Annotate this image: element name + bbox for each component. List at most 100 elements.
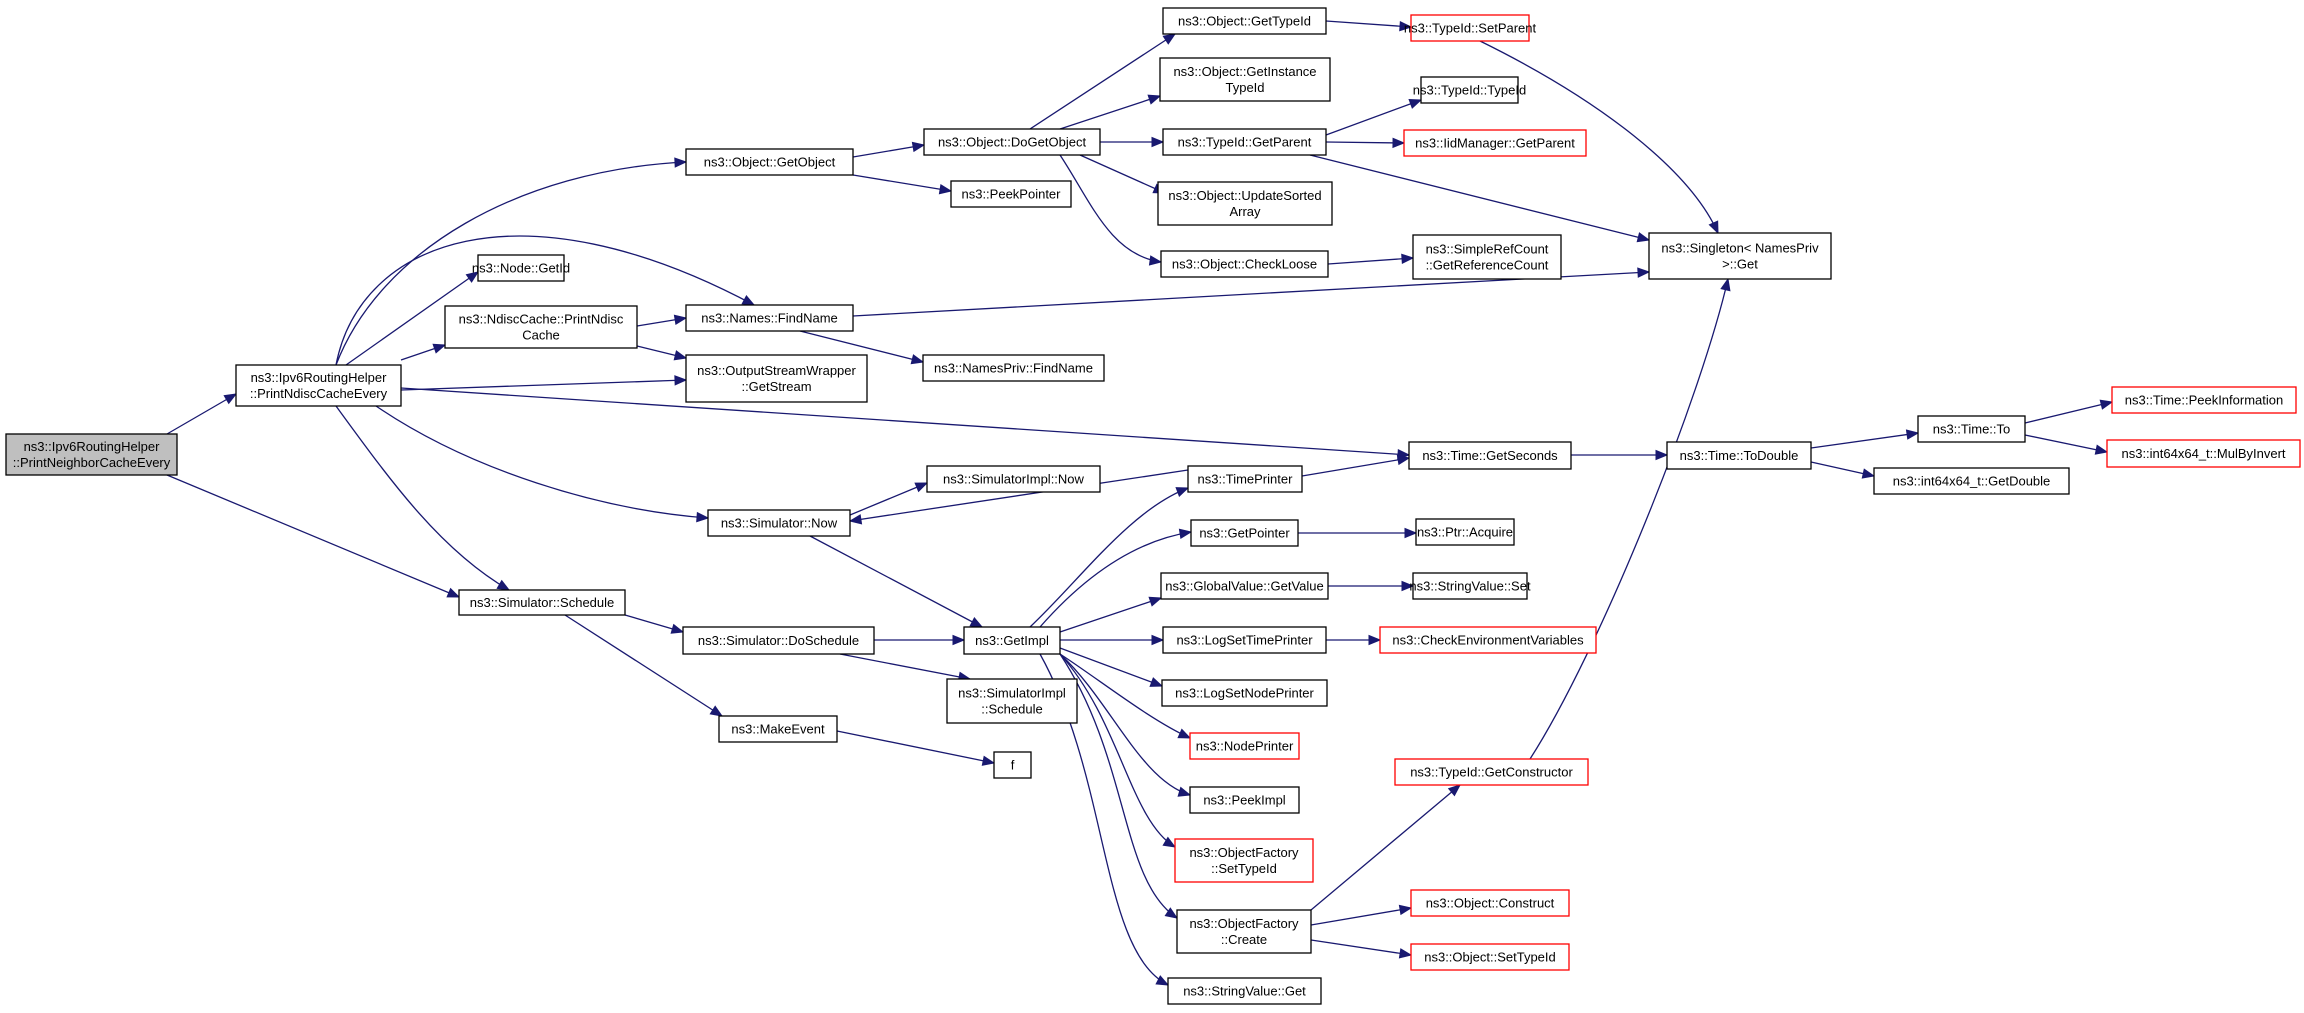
node-global-value-get[interactable]: ns3::GlobalValue::GetValue [1160,572,1329,600]
node-iid-get-parent[interactable]: ns3::IidManager::GetParent [1403,129,1587,157]
edge-time_get_seconds-to-time_to_double [1571,449,1669,461]
node-label: ns3::Simulator::Now [721,516,838,531]
node-label: ns3::Ipv6RoutingHelper [24,439,161,454]
node-get-impl[interactable]: ns3::GetImpl [963,626,1061,655]
arrowhead-icon [432,343,447,354]
node-time-printer[interactable]: ns3::TimePrinter [1187,465,1303,493]
node-simimpl-schedule[interactable]: ns3::SimulatorImpl::Schedule [946,678,1078,724]
node-label: ns3::Names::FindName [701,311,838,326]
node-label: ns3::ObjectFactory [1189,916,1299,931]
edge-line [1029,33,1176,130]
node-objfactory-create[interactable]: ns3::ObjectFactory::Create [1176,909,1312,954]
node-get-object[interactable]: ns3::Object::GetObject [685,148,854,176]
node-obj-set-typeid[interactable]: ns3::Object::SetTypeId [1410,943,1570,971]
arrowhead-icon [673,350,688,361]
edge-make_event-to-f [836,730,996,766]
node-check-env[interactable]: ns3::CheckEnvironmentVariables [1379,626,1597,654]
edge-line [1325,99,1422,136]
node-time-to-double[interactable]: ns3::Time::ToDouble [1666,441,1812,470]
edge-time_to-to-int64_mul_by_invert [2024,434,2109,455]
node-typeid-typeid[interactable]: ns3::TypeId::TypeId [1413,76,1526,104]
arrowhead-icon [1368,634,1382,646]
arrowhead-icon [1149,677,1164,687]
edge-line [852,174,952,192]
node-root[interactable]: ns3::Ipv6RoutingHelper::PrintNeighborCac… [5,433,178,476]
node-obj-get-typeid[interactable]: ns3::Object::GetTypeId [1162,7,1327,35]
arrowhead-icon [1147,94,1162,105]
node-f[interactable]: f [993,751,1032,779]
node-do-schedule[interactable]: ns3::Simulator::DoSchedule [682,626,875,655]
node-obj-check-loose[interactable]: ns3::Object::CheckLoose [1160,250,1329,278]
node-log-set-node[interactable]: ns3::LogSetNodePrinter [1161,679,1328,707]
node-label: ns3::GetImpl [975,633,1049,648]
node-typeid-get-parent[interactable]: ns3::TypeId::GetParent [1162,128,1327,156]
node-make-event[interactable]: ns3::MakeEvent [718,715,838,743]
node-label: ns3::LogSetTimePrinter [1176,633,1313,648]
node-names-find[interactable]: ns3::Names::FindName [685,304,854,332]
node-namespriv-find[interactable]: ns3::NamesPriv::FindName [922,354,1105,382]
node-stringvalue-set[interactable]: ns3::StringValue::Set [1409,572,1531,600]
node-get-pointer[interactable]: ns3::GetPointer [1190,519,1299,547]
node-simimpl-now[interactable]: ns3::SimulatorImpl::Now [926,465,1101,493]
node-typeid-get-ctor[interactable]: ns3::TypeId::GetConstructor [1394,758,1589,786]
node-time-to[interactable]: ns3::Time::To [1917,415,2026,443]
node-typeid-set-parent[interactable]: ns3::TypeId::SetParent [1404,14,1537,42]
node-time-get-seconds[interactable]: ns3::Time::GetSeconds [1408,441,1572,470]
edge-ndisc_print-to-output_stream [636,345,688,361]
edge-objfactory_create-to-obj_set_typeid [1310,939,1413,959]
arrowhead-icon [981,755,996,766]
arrowhead-icon [914,482,929,493]
node-box [1190,519,1299,547]
node-int64-get-double[interactable]: ns3::int64x64_t::GetDouble [1873,467,2070,495]
node-log-set-time[interactable]: ns3::LogSetTimePrinter [1162,626,1327,654]
arrowhead-icon [910,354,925,365]
edge-line [836,730,995,764]
node-label: ns3::Object::GetTypeId [1178,14,1311,29]
arrowhead-icon [1178,528,1193,539]
node-obj-construct[interactable]: ns3::Object::Construct [1410,889,1570,917]
arrowhead-icon [1164,907,1179,919]
node-ndisc-print[interactable]: ns3::NdiscCache::PrintNdiscCache [444,305,638,349]
arrowhead-icon [1148,255,1163,266]
node-node-getid[interactable]: ns3::Node::GetId [472,254,570,282]
node-label: ns3::StringValue::Get [1183,984,1306,999]
node-box [1189,786,1300,814]
arrowhead-icon [1637,267,1651,278]
node-peek-pointer[interactable]: ns3::PeekPointer [950,180,1072,208]
node-box [477,254,565,282]
node-box [1410,943,1570,971]
node-box [235,364,402,407]
node-do-get-object[interactable]: ns3::Object::DoGetObject [923,128,1101,156]
node-ptr-acquire[interactable]: ns3::Ptr::Acquire [1415,518,1515,546]
node-label: ::PrintNeighborCacheEvery [13,455,171,470]
node-time-peek-info[interactable]: ns3::Time::PeekInformation [2111,386,2297,414]
node-box [2106,439,2301,468]
node-int64-mul-by-invert[interactable]: ns3::int64x64_t::MulByInvert [2106,439,2301,468]
edge-get_impl-to-peek_impl [1059,653,1192,797]
node-sim-now[interactable]: ns3::Simulator::Now [707,509,851,537]
node-schedule[interactable]: ns3::Simulator::Schedule [458,589,626,616]
edge-time_printer-to-sim_now [848,469,1189,525]
arrowhead-icon [696,511,710,523]
arrowhead-icon [674,375,688,386]
node-singleton-get[interactable]: ns3::Singleton< NamesPriv>::Get [1648,232,1832,280]
node-label: f [1011,758,1015,773]
node-objfactory-settypeid[interactable]: ns3::ObjectFactory::SetTypeId [1174,838,1314,883]
node-node-printer[interactable]: ns3::NodePrinter [1189,732,1300,760]
node-ndisc-every[interactable]: ns3::Ipv6RoutingHelper::PrintNdiscCacheE… [235,364,402,407]
node-label: ns3::StringValue::Set [1409,579,1531,594]
edge-sim_now-to-simimpl_now [849,482,929,516]
node-label: ns3::Ptr::Acquire [1417,525,1513,540]
node-label: ns3::Time::GetSeconds [1422,448,1558,463]
node-peek-impl[interactable]: ns3::PeekImpl [1189,786,1300,814]
node-box [1160,250,1329,278]
arrowhead-icon [1175,487,1190,497]
node-simple-refcount[interactable]: ns3::SimpleRefCount::GetReferenceCount [1412,234,1562,280]
node-output-stream[interactable]: ns3::OutputStreamWrapper::GetStream [685,354,868,403]
arrowhead-icon [1151,634,1165,646]
edge-line [1310,907,1412,926]
node-stringvalue-get[interactable]: ns3::StringValue::Get [1167,977,1322,1005]
arrowhead-icon [1655,449,1669,461]
